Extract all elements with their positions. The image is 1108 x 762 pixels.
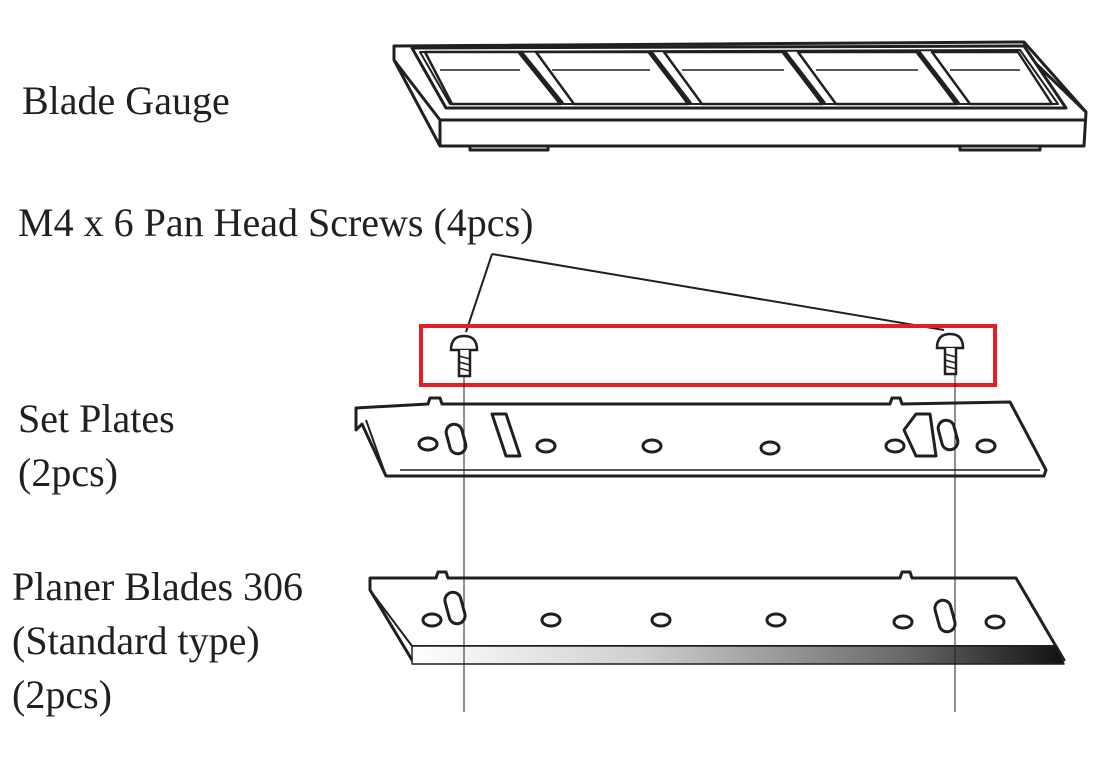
alignment-lines [463,374,956,712]
planer-blades-label-line-3: (2pcs) [12,672,112,717]
planer-blade-drawing [368,570,1066,665]
screw-leader-lines [465,253,945,333]
screws-label: M4 x 6 Pan Head Screws (4pcs) [18,200,534,245]
set-plates-label-line-2: (2pcs) [18,450,118,495]
set-plate-drawing [354,396,1048,478]
blade-gauge-label: Blade Gauge [22,78,230,123]
planer-blades-label-line-2: (Standard type) [12,618,260,663]
screw-right-icon [935,332,965,376]
planer-blades-label-line-1: Planer Blades 306 [12,564,304,609]
screw-left-icon [449,334,479,378]
screws-highlight-box [419,324,997,387]
blade-gauge-drawing [392,40,1088,152]
set-plates-label: Set Plates (2pcs) [18,392,175,500]
planer-blades-label: Planer Blades 306 (Standard type) (2pcs) [12,560,303,722]
set-plates-label-line-1: Set Plates [18,396,175,441]
